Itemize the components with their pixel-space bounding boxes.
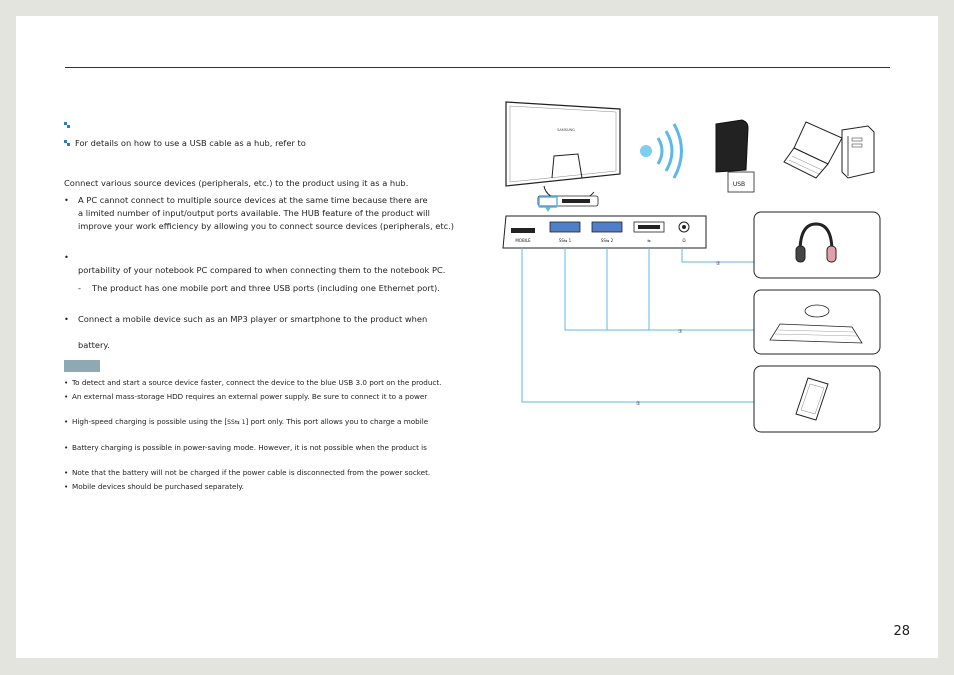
usb-device-label: USB <box>733 181 745 188</box>
note-label-box <box>64 360 100 372</box>
manual-page: For details on how to use a USB cable as… <box>16 16 938 658</box>
cable-label-phone: ② <box>636 401 641 407</box>
laptop-illustration <box>783 121 843 179</box>
sub-dash-marker: - <box>78 283 81 293</box>
header-rule <box>65 67 890 68</box>
note-chevron-icon <box>64 140 70 146</box>
wireless-signal-icon <box>640 123 683 179</box>
usb3-port-1 <box>549 221 581 233</box>
note-line-2: For details on how to use a USB cable as… <box>75 138 306 148</box>
note-item-3-part-a: High-speed charging is possible using th… <box>72 417 228 426</box>
cable-lines <box>521 248 754 403</box>
cable-label-keyboard: ① <box>678 329 683 335</box>
keyboard-mouse-box <box>753 289 881 355</box>
hub-connection-diagram: SAMSUNG USB <box>502 101 881 433</box>
usb-device-illustration: USB <box>715 119 755 193</box>
sub-dash-text: The product has one mobile port and thre… <box>92 283 440 293</box>
note-item-2: An external mass-storage HDD requires an… <box>64 392 427 402</box>
page-number: 28 <box>893 624 910 639</box>
note-item-4: Battery charging is possible in power-sa… <box>64 443 427 453</box>
port-label-usb2: SS⇆ 2 <box>601 238 614 243</box>
smartphone-box <box>753 365 881 433</box>
note-item-3-part-b: ] port only. This port allows you to cha… <box>245 417 429 426</box>
bullet-3-line-1: Connect a mobile device such as an MP3 p… <box>64 313 427 325</box>
bullet-1-line-3: improve your work efficiency by allowing… <box>78 221 455 231</box>
note-item-3: High-speed charging is possible using th… <box>64 417 429 428</box>
port-strip: MOBILE SS⇆ 1 SS⇆ 2 ⇆ Ω <box>502 215 707 249</box>
cable-label-headphones: ② <box>716 261 721 267</box>
intro-text: Connect various source devices (peripher… <box>64 178 409 188</box>
mobile-port <box>511 228 535 233</box>
bullet-1-line-1: A PC cannot connect to multiple source d… <box>64 194 428 206</box>
note-item-5: Note that the battery will not be charge… <box>64 468 430 478</box>
monitor-brand-label: SAMSUNG <box>557 128 575 132</box>
note-chevron-icon <box>64 122 70 128</box>
desktop-pc-illustration <box>841 125 875 179</box>
port-label-usb3: ⇆ <box>647 238 651 243</box>
port-label-audio: Ω <box>682 238 685 243</box>
bullet-2-line-2: portability of your notebook PC compared… <box>78 265 446 275</box>
usb3-port-2 <box>591 221 623 233</box>
bullet-1-line-2: a limited number of input/output ports a… <box>78 208 430 218</box>
note-item-1: To detect and start a source device fast… <box>64 378 441 388</box>
port-label-usb1: SS⇆ 1 <box>559 238 572 243</box>
bullet-3-line-2: battery. <box>78 340 110 350</box>
monitor-illustration: SAMSUNG <box>505 101 621 212</box>
note-item-6: Mobile devices should be purchased separ… <box>64 482 244 492</box>
port-label-mobile: MOBILE <box>515 238 531 243</box>
ss-usb-inline-icon: SS⇆ 1 <box>227 419 246 426</box>
headphones-box <box>753 211 881 279</box>
